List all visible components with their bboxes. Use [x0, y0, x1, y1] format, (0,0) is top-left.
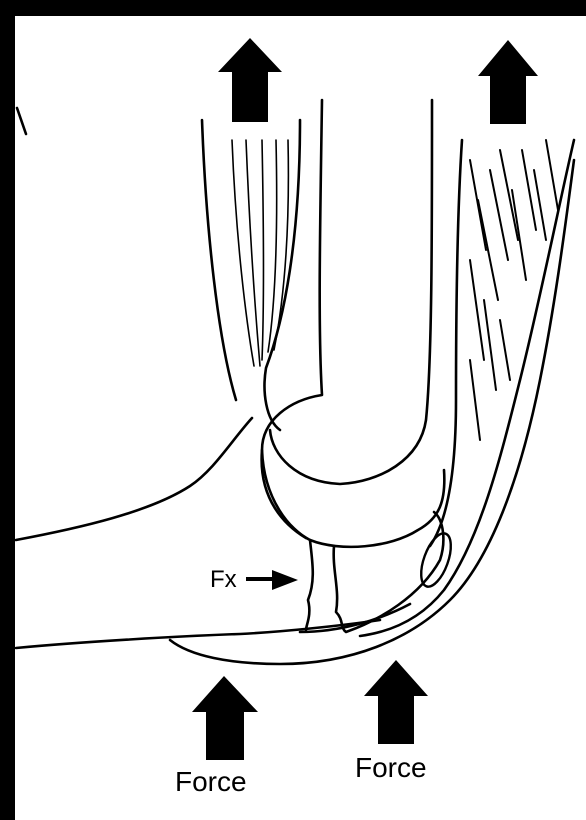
force-arrow-bottom-left-icon [192, 676, 258, 760]
fracture-pointer-icon [246, 570, 298, 590]
force-arrow-bottom-right-icon [364, 660, 428, 744]
edge-mark [17, 108, 26, 134]
force-label-right: Force [355, 752, 427, 784]
force-arrow-top-left-icon [218, 38, 282, 122]
triceps-muscle [360, 140, 574, 636]
biceps-muscle [202, 120, 300, 430]
force-label-left: Force [175, 766, 247, 798]
fracture-label: Fx [210, 566, 237, 594]
force-arrow-top-right-icon [478, 40, 538, 124]
